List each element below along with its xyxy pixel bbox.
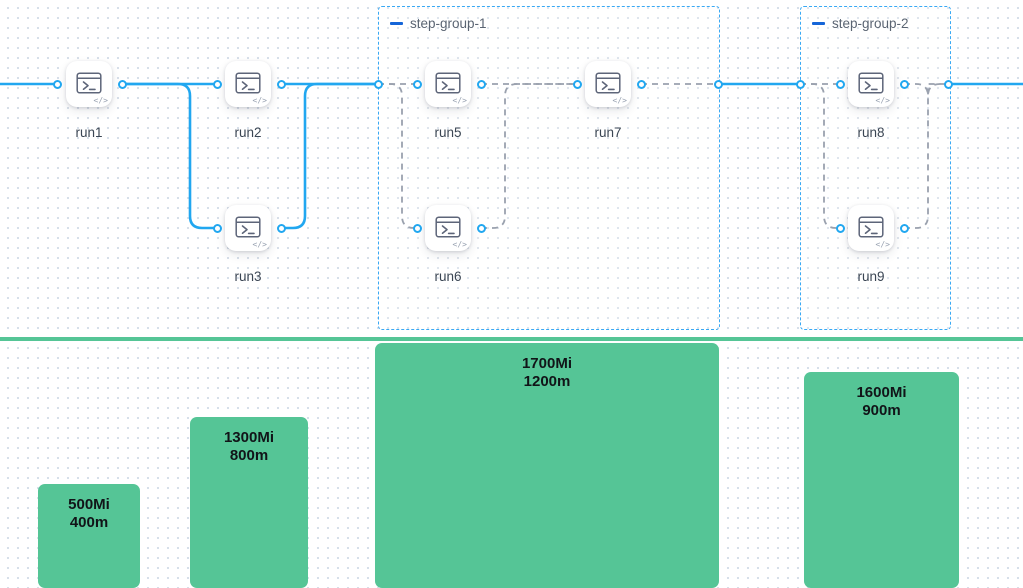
node-port[interactable] bbox=[373, 79, 383, 89]
node-port[interactable] bbox=[713, 79, 723, 89]
terminal-icon bbox=[435, 72, 461, 94]
resource-bar[interactable]: 1700Mi 1200m bbox=[375, 343, 719, 588]
node-label: run7 bbox=[594, 125, 622, 140]
node-port[interactable] bbox=[943, 79, 953, 89]
terminal-icon bbox=[235, 72, 261, 94]
node-port[interactable] bbox=[835, 79, 845, 89]
group-collapse-icon[interactable] bbox=[390, 22, 403, 25]
node-label: run1 bbox=[75, 125, 103, 140]
workflow-node[interactable]: </> bbox=[66, 61, 112, 107]
edge-run9-to-group2exit bbox=[904, 83, 948, 229]
terminal-icon bbox=[595, 72, 621, 94]
terminal-icon bbox=[235, 216, 261, 238]
node-label: run2 bbox=[234, 125, 262, 140]
node-port[interactable] bbox=[212, 79, 222, 89]
workflow-node[interactable]: </> bbox=[425, 61, 471, 107]
node-port[interactable] bbox=[276, 223, 286, 233]
terminal-icon bbox=[858, 216, 884, 238]
resource-bar-label: 500Mi 400m bbox=[68, 496, 110, 531]
edge-run8-to-group2exit bbox=[904, 83, 948, 97]
workflow-node[interactable]: </> bbox=[225, 205, 271, 251]
terminal-icon bbox=[76, 72, 102, 94]
edge-group2entry-to-run9 bbox=[800, 83, 840, 229]
node-port[interactable] bbox=[117, 79, 127, 89]
node-port[interactable] bbox=[572, 79, 582, 89]
step-group-label[interactable]: step-group-2 bbox=[812, 16, 909, 31]
node-label: run5 bbox=[434, 125, 462, 140]
step-group-name: step-group-1 bbox=[410, 16, 487, 31]
edge-run1-to-run3 bbox=[120, 82, 219, 230]
code-icon[interactable]: </> bbox=[875, 96, 890, 105]
workflow-node[interactable]: </> bbox=[425, 205, 471, 251]
workflow-node[interactable]: </> bbox=[848, 205, 894, 251]
terminal-icon bbox=[858, 72, 884, 94]
node-port[interactable] bbox=[899, 79, 909, 89]
code-icon[interactable]: </> bbox=[875, 240, 890, 249]
resource-bar-label: 1700Mi 1200m bbox=[521, 355, 573, 390]
edge-run6-to-run7 bbox=[481, 83, 577, 229]
node-label: run8 bbox=[857, 125, 885, 140]
node-label: run6 bbox=[434, 269, 462, 284]
resource-bar[interactable]: 500Mi 400m bbox=[38, 484, 140, 588]
workflow-node[interactable]: </> bbox=[225, 61, 271, 107]
node-label: run3 bbox=[234, 269, 262, 284]
code-icon[interactable]: </> bbox=[252, 240, 267, 249]
node-port[interactable] bbox=[276, 79, 286, 89]
resource-bar[interactable]: 1300Mi 800m bbox=[190, 417, 308, 588]
code-icon[interactable]: </> bbox=[252, 96, 267, 105]
node-port[interactable] bbox=[835, 223, 845, 233]
code-icon[interactable]: </> bbox=[93, 96, 108, 105]
workflow-node[interactable]: </> bbox=[585, 61, 631, 107]
code-icon[interactable]: </> bbox=[452, 240, 467, 249]
node-port[interactable] bbox=[795, 79, 805, 89]
node-port[interactable] bbox=[476, 223, 486, 233]
resource-bar-label: 1600Mi 900m bbox=[856, 384, 907, 419]
node-label: run9 bbox=[857, 269, 885, 284]
node-port[interactable] bbox=[636, 79, 646, 89]
node-port[interactable] bbox=[899, 223, 909, 233]
group-collapse-icon[interactable] bbox=[812, 22, 825, 25]
code-icon[interactable]: </> bbox=[612, 96, 627, 105]
resource-bar[interactable]: 1600Mi 900m bbox=[804, 372, 959, 588]
node-port[interactable] bbox=[212, 223, 222, 233]
node-port[interactable] bbox=[52, 79, 62, 89]
workflow-node[interactable]: </> bbox=[848, 61, 894, 107]
node-port[interactable] bbox=[476, 79, 486, 89]
resource-bar-label: 1300Mi 800m bbox=[223, 429, 275, 464]
step-group-label[interactable]: step-group-1 bbox=[390, 16, 487, 31]
node-port[interactable] bbox=[412, 79, 422, 89]
edge-run3-to-group1 bbox=[279, 82, 380, 230]
code-icon[interactable]: </> bbox=[452, 96, 467, 105]
resource-divider-line bbox=[0, 337, 1023, 341]
edge-group1entry-to-run6 bbox=[378, 83, 417, 229]
terminal-icon bbox=[435, 216, 461, 238]
step-group-name: step-group-2 bbox=[832, 16, 909, 31]
node-port[interactable] bbox=[412, 223, 422, 233]
